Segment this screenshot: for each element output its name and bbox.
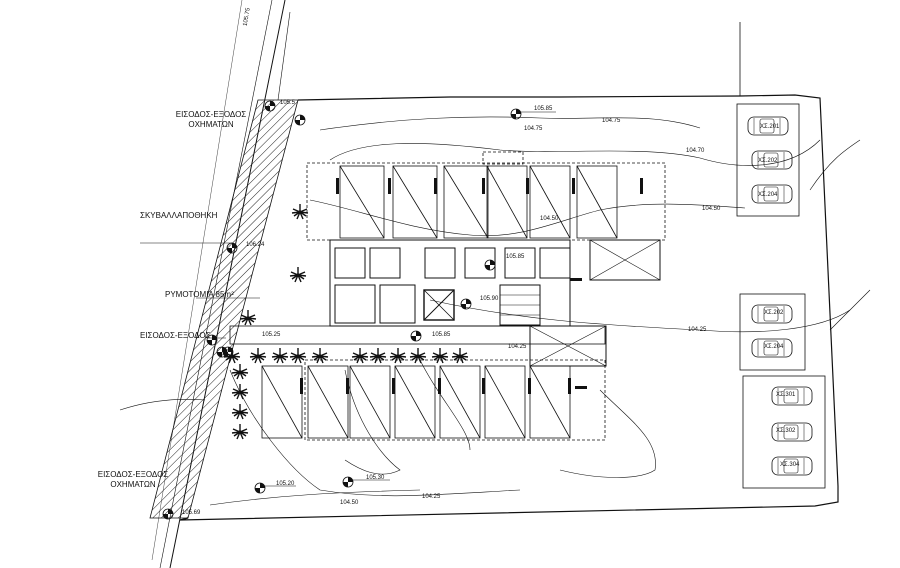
level-core: 105.90 [480,296,499,302]
contour-label-7: 104.75 [602,118,621,124]
contour-label-9: 104.25 [508,344,527,350]
structural-columns [300,178,643,394]
entrance-exit-top-label: ΕΙΣΟΔΟΣ-ΕΞΟΔΟΣ ΟΧΗΜΑΤΩΝ [166,110,256,130]
parking-label-top-3: ΧΣ.204 [758,192,778,198]
south-parking-bays [261,365,571,439]
plot-boundary [179,11,839,521]
contour-label-1: 104.75 [524,126,543,132]
entrance-exit-top-line2: ΟΧΗΜΑΤΩΝ [188,120,234,129]
level-corner-top-left: 105.5 [280,100,296,106]
parking-label-top-1: ΧΣ.201 [760,124,780,130]
contour-label-4: 104.25 [688,327,707,333]
parking-label-mid-1: ΧΣ.202 [764,310,784,316]
parking-label-bottom-1: ΧΣ.301 [776,392,796,398]
level-west-walk: 105.25 [262,332,281,338]
level-bottom-corner: 105.69 [182,510,201,516]
setback-label: ΡΥΜΟΤΟΜΙΑ 85m² [165,290,234,299]
contour-label-5: 104.25 [422,494,441,500]
entrance-exit-bottom-line1: ΕΙΣΟΔΟΣ-ΕΞΟΔΟΣ [97,470,169,479]
level-bottom-left: 105.20 [276,481,295,487]
parking-label-mid-2: ΧΣ.204 [764,344,784,350]
contour-label-8: 104.50 [540,216,559,222]
east-parking-groups [736,103,826,489]
entrance-exit-mid-label: ΕΙΣΟΔΟΣ-ΕΞΟΔΟΣ [140,331,211,340]
level-center-landing: 105.85 [432,332,451,338]
level-refuse: 106.24 [246,242,265,248]
contour-label-6: 104.50 [340,500,359,506]
level-bottom-mid: 105.30 [366,475,385,481]
contour-lines [119,116,871,506]
entrance-exit-bottom-line2: ΟΧΗΜΑΤΩΝ [110,480,156,489]
refuse-store-label: ΣΚΥΒΑΛΛΑΠΟΘΗΚΗ [140,211,218,220]
entrance-exit-bottom-label: ΕΙΣΟΔΟΣ-ΕΞΟΔΟΣ ΟΧΗΜΑΤΩΝ [88,470,178,490]
parking-label-bottom-2: ΧΣ.302 [776,428,796,434]
building [229,151,666,441]
entrance-exit-top-line1: ΕΙΣΟΔΟΣ-ΕΞΟΔΟΣ [175,110,247,119]
leader-lines [140,111,556,487]
contour-label-3: 104.50 [702,206,721,212]
parking-label-top-2: ΧΣ.202 [758,158,778,164]
contour-label-2: 104.70 [686,148,705,154]
level-stair-landing: 105.85 [506,254,525,260]
north-parking-bays [339,165,618,239]
level-top-center: 105.85 [534,106,553,112]
parking-label-bottom-3: ΧΣ.304 [780,462,800,468]
